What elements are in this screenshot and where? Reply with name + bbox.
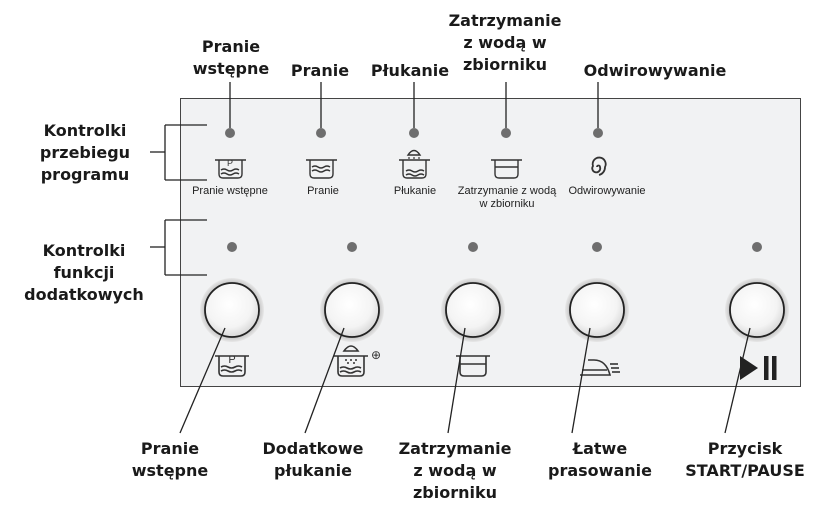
- led-func-easy-iron: [592, 242, 602, 252]
- plus-icon: ⊕: [371, 348, 381, 362]
- bracket-progress: [150, 124, 207, 181]
- label-spin-top: Odwirowywanie: [583, 61, 727, 80]
- rinse-hold-icon: [491, 159, 522, 179]
- panel-label-spin: Odwirowywanie: [568, 185, 646, 197]
- func-prewash-icon: [215, 355, 249, 377]
- label-rinse-hold-bottom: Zatrzymanie z wodą w zbiorniku: [398, 439, 512, 502]
- func-extra-rinse-icon: [334, 345, 368, 377]
- prewash-letter: P: [227, 158, 233, 168]
- led-rinse-hold: [501, 128, 511, 138]
- func-rinse-hold-icon: [456, 355, 490, 377]
- button-easy-iron[interactable]: [565, 278, 629, 342]
- rinse-icon: [399, 149, 430, 179]
- iron-icon: [580, 359, 620, 376]
- led-func-rinse-hold: [468, 242, 478, 252]
- label-easy-iron-bottom: Łatwe prasowanie: [548, 439, 652, 480]
- panel-label-rinse-hold: Zatrzymanie z wodą w zbiorniku: [457, 185, 557, 210]
- label-wash-top: Pranie: [290, 61, 350, 80]
- rinse-shower-dots: [408, 157, 420, 159]
- button-start-pause[interactable]: [725, 278, 789, 342]
- label-progress-lights: Kontrolki przebiegu programu: [39, 121, 131, 184]
- prewash-icon: [215, 159, 246, 179]
- label-prewash-top: Pranie wstępne: [192, 37, 270, 78]
- button-rinse-hold[interactable]: [441, 278, 505, 342]
- label-prewash-bottom: Pranie wstępne: [131, 439, 209, 480]
- callout-lines-top: [229, 82, 599, 128]
- led-spin: [593, 128, 603, 138]
- panel-label-wash: Pranie: [307, 185, 339, 197]
- label-rinse-top: Płukanie: [370, 61, 450, 80]
- label-rinse-hold-top: Zatrzymanie z wodą w zbiorniku: [448, 11, 562, 74]
- label-start-pause-bottom: Przycisk START/PAUSE: [685, 439, 805, 480]
- button-extra-rinse[interactable]: [320, 278, 384, 342]
- wash-icon: [306, 159, 337, 179]
- callout-lines-bottom: [179, 327, 751, 434]
- panel-label-rinse: Płukanie: [393, 185, 437, 197]
- func-prewash-letter: P: [228, 354, 235, 366]
- led-prewash: [225, 128, 235, 138]
- bracket-functions: [150, 219, 207, 276]
- led-rinse: [409, 128, 419, 138]
- label-function-lights: Kontrolki funkcji dodatkowych: [24, 241, 144, 304]
- play-pause-icon: [740, 356, 777, 380]
- led-start-pause: [752, 242, 762, 252]
- panel-label-prewash: Pranie wstępne: [192, 185, 268, 197]
- led-func-prewash: [227, 242, 237, 252]
- control-panel: [180, 98, 801, 387]
- spin-icon: [591, 156, 607, 176]
- led-func-extra-rinse: [347, 242, 357, 252]
- led-wash: [316, 128, 326, 138]
- label-extra-rinse-bottom: Dodatkowe płukanie: [262, 439, 364, 480]
- button-prewash[interactable]: [200, 278, 264, 342]
- func-extra-rinse-dots: [345, 359, 357, 364]
